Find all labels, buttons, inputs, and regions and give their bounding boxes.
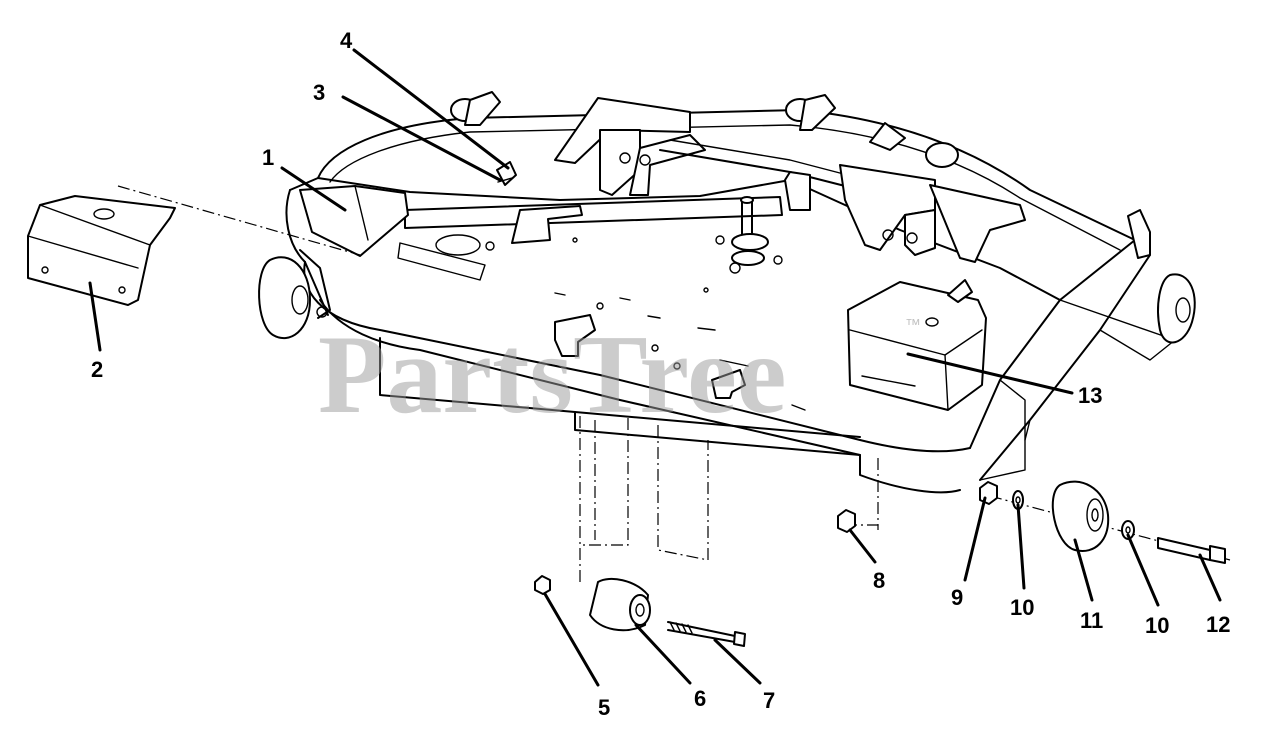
wheel-part-11 bbox=[1051, 480, 1110, 552]
svg-text:4: 4 bbox=[340, 28, 353, 53]
svg-text:10: 10 bbox=[1010, 595, 1034, 620]
svg-text:PartsTree: PartsTree bbox=[318, 313, 787, 437]
svg-text:1: 1 bbox=[262, 145, 274, 170]
bolt-part-7 bbox=[667, 621, 746, 647]
svg-text:7: 7 bbox=[763, 688, 775, 713]
svg-text:3: 3 bbox=[313, 80, 325, 105]
callouts: 1 2 3 4 5 6 7 8 bbox=[88, 28, 1230, 720]
callout-7[interactable]: 7 bbox=[713, 638, 775, 713]
svg-text:12: 12 bbox=[1206, 612, 1230, 637]
callout-9[interactable]: 9 bbox=[951, 496, 987, 610]
svg-text:5: 5 bbox=[598, 695, 610, 720]
callout-4[interactable]: 4 bbox=[340, 28, 510, 170]
callout-1[interactable]: 1 bbox=[262, 145, 347, 212]
svg-text:2: 2 bbox=[91, 357, 103, 382]
svg-text:13: 13 bbox=[1078, 383, 1102, 408]
bolt-part-12 bbox=[1157, 537, 1226, 564]
svg-text:™: ™ bbox=[905, 317, 921, 334]
nut-part-9 bbox=[979, 481, 998, 505]
callout-3[interactable]: 3 bbox=[313, 80, 502, 182]
callout-5[interactable]: 5 bbox=[543, 592, 610, 720]
svg-text:9: 9 bbox=[951, 585, 963, 610]
callout-11[interactable]: 11 bbox=[1073, 538, 1103, 633]
nut-part-5 bbox=[534, 575, 551, 595]
svg-text:10: 10 bbox=[1145, 613, 1169, 638]
callout-12[interactable]: 12 bbox=[1198, 553, 1230, 637]
callout-13[interactable]: 13 bbox=[906, 352, 1102, 408]
callout-6[interactable]: 6 bbox=[634, 623, 706, 711]
svg-text:8: 8 bbox=[873, 568, 885, 593]
callout-10a[interactable]: 10 bbox=[1010, 503, 1034, 620]
svg-text:6: 6 bbox=[694, 686, 706, 711]
callout-10b[interactable]: 10 bbox=[1126, 533, 1169, 638]
mower-deck bbox=[117, 91, 1231, 585]
cover-part-2 bbox=[27, 195, 176, 306]
callout-2[interactable]: 2 bbox=[88, 281, 103, 382]
svg-text:11: 11 bbox=[1080, 608, 1103, 633]
watermark: PartsTree ™ bbox=[318, 313, 921, 437]
callout-8[interactable]: 8 bbox=[848, 528, 885, 593]
washer-part-10b bbox=[1121, 520, 1135, 540]
roller-part-6 bbox=[589, 577, 651, 632]
nut-part-8 bbox=[837, 509, 856, 533]
